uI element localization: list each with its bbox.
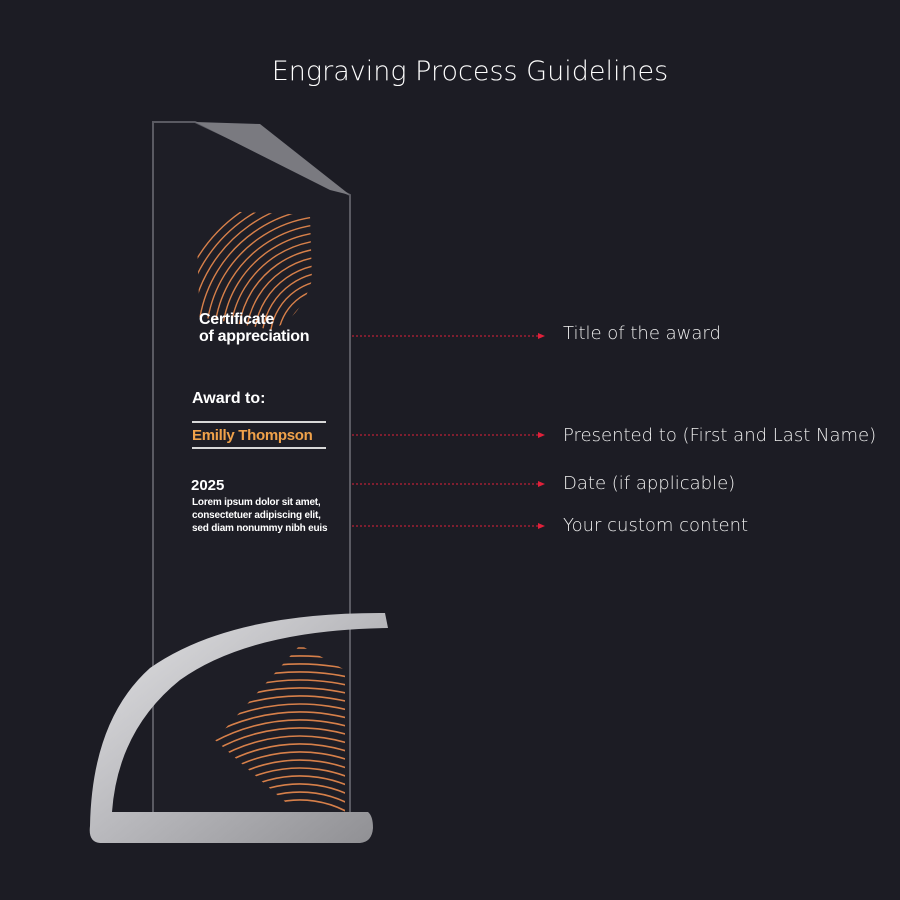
- pattern-arc: [215, 735, 345, 815]
- pattern-arc: [215, 711, 345, 807]
- callout-custom-content: Your custom content: [563, 515, 749, 536]
- custom-line: Lorem ipsum dolor sit amet,: [192, 497, 321, 508]
- pattern-arc: [222, 231, 312, 322]
- pattern-arc: [215, 743, 345, 815]
- pattern-arc: [246, 255, 312, 326]
- page-title: Engraving Process Guidelines: [271, 56, 669, 87]
- divider: [192, 447, 326, 449]
- award-label: Award to:: [192, 390, 266, 407]
- pattern-arc: [254, 263, 312, 327]
- pattern-arc: [207, 215, 312, 319]
- certificate-line-1: Certificate: [199, 311, 274, 328]
- pattern-arc: [262, 271, 312, 329]
- pattern-arc: [199, 210, 312, 318]
- pattern-arc: [196, 210, 312, 314]
- pattern-arc: [196, 210, 312, 316]
- certificate-line-2: of appreciation: [199, 328, 310, 345]
- custom-content: Lorem ipsum dolor sit amet, consectetuer…: [192, 496, 328, 535]
- pattern-arc: [238, 247, 312, 325]
- pattern-arc: [215, 719, 345, 811]
- pattern-arc: [230, 239, 312, 323]
- pattern-arc: [215, 223, 312, 321]
- callout-date: Date (if applicable): [563, 473, 736, 494]
- custom-line: consectetuer adipiscing elit,: [192, 510, 321, 521]
- pattern-arc: [270, 279, 312, 330]
- award-year: 2025: [191, 477, 225, 494]
- pattern-arc: [278, 287, 312, 330]
- arrowhead-icons: [538, 333, 545, 529]
- recipient-name: Emilly Thompson: [192, 427, 313, 444]
- pattern-arc: [196, 210, 312, 315]
- leader-lines: [352, 335, 540, 527]
- glass-panel: [152, 121, 351, 821]
- divider: [192, 421, 326, 423]
- metal-stand: [89, 612, 388, 843]
- pattern-arc: [215, 767, 345, 815]
- callout-title: Title of the award: [563, 323, 721, 344]
- pattern-arc: [215, 727, 345, 815]
- pattern-arc: [215, 751, 345, 815]
- pattern-arc: [215, 759, 345, 815]
- pattern-arc: [215, 703, 345, 803]
- callout-presented-to: Presented to (First and Last Name): [563, 425, 877, 446]
- pattern-arc: [215, 783, 345, 815]
- glass-chamfer: [195, 122, 350, 195]
- custom-line: sed diam nonummy nibh euis: [192, 523, 328, 534]
- pattern-arc: [215, 775, 345, 815]
- certificate-title: Certificate of appreciation: [199, 311, 309, 345]
